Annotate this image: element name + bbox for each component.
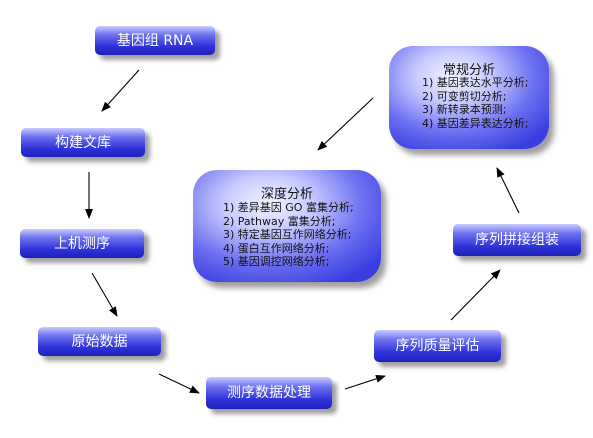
deep-analysis-item: 1) 差异基因 GO 富集分析;: [223, 201, 354, 214]
node-build-library: 构建文库: [21, 128, 145, 157]
routine-analysis-list: 1) 基因表达水平分析; 2) 可变剪切分析; 3) 新转录本预测; 4) 基因…: [422, 76, 529, 130]
arrow-genome-to-library: [101, 69, 140, 112]
node-sequence-assembly: 序列拼接组装: [453, 224, 581, 256]
arrow-raw-to-processing: [158, 373, 200, 394]
deep-analysis-item: 5) 基因调控网络分析;: [223, 255, 330, 269]
routine-analysis-item: 4) 基因差异表达分析;: [422, 116, 529, 130]
routine-analysis-item: 1) 基因表达水平分析;: [422, 76, 529, 89]
node-data-processing: 测序数据处理: [206, 377, 332, 409]
arrow-quality-to-assembly: [450, 269, 501, 321]
node-genome-rna: 基因组 RNA: [95, 26, 215, 55]
deep-analysis-item: 2) Pathway 富集分析;: [223, 214, 336, 228]
arrow-processing-to-quality: [344, 374, 386, 390]
node-quality-assessment: 序列质量评估: [374, 330, 501, 362]
routine-analysis-panel: 常规分析 1) 基因表达水平分析; 2) 可变剪切分析; 3) 新转录本预测; …: [389, 46, 549, 149]
node-sequencing: 上机测序: [20, 229, 144, 258]
routine-analysis-item: 3) 新转录本预测;: [422, 103, 507, 117]
routine-analysis-title: 常规分析: [442, 63, 495, 78]
deep-analysis-panel: 深度分析 1) 差异基因 GO 富集分析; 2) Pathway 富集分析; 3…: [193, 170, 381, 282]
deep-analysis-list: 1) 差异基因 GO 富集分析; 2) Pathway 富集分析; 3) 特定基…: [223, 201, 354, 269]
arrow-sequencing-to-raw: [91, 272, 118, 317]
deep-analysis-item: 4) 蛋白互作网络分析;: [223, 241, 330, 255]
arrow-assembly-to-routine: [496, 167, 520, 214]
node-raw-data: 原始数据: [38, 327, 161, 356]
deep-analysis-item: 3) 特定基因互作网络分析;: [223, 228, 352, 242]
routine-analysis-item: 2) 可变剪切分析;: [422, 89, 507, 103]
arrow-routine-to-deep: [317, 97, 374, 151]
deep-analysis-title: 深度分析: [260, 187, 313, 202]
